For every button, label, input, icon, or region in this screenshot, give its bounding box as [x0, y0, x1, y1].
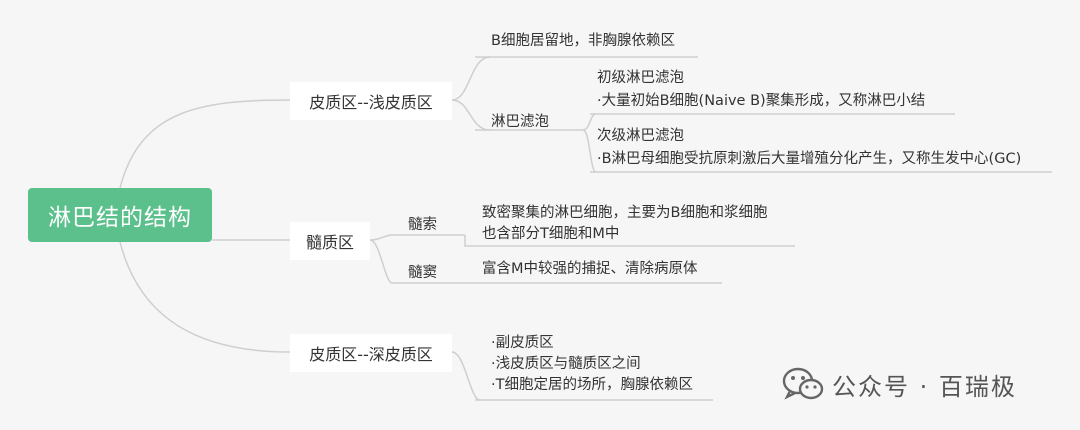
primary-follicle-title: 初级淋巴滤泡	[597, 70, 684, 86]
watermark: 公众号 · 百瑞极	[782, 366, 1017, 402]
branch-superficial-cortex[interactable]: 皮质区--浅皮质区	[290, 82, 452, 120]
medullary-sinus-text: 富含M中较强的捕捉、清除病原体	[482, 261, 698, 277]
root-node[interactable]: 淋巴结的结构	[28, 188, 212, 242]
secondary-follicle-desc: ·B淋巴母细胞受抗原刺激后大量增殖分化产生，又称生发中心(GC)	[597, 151, 1022, 167]
secondary-follicle-title: 次级淋巴滤泡	[597, 128, 684, 144]
follicle-label[interactable]: 淋巴滤泡	[491, 114, 549, 130]
branch-medulla[interactable]: 髓质区	[290, 222, 370, 260]
deep-item-1: ·副皮质区	[491, 335, 554, 351]
medullary-cord-label[interactable]: 髓索	[408, 217, 437, 233]
deep-item-3: ·T细胞定居的场所，胸腺依赖区	[491, 377, 693, 393]
medullary-cord-line2: 也含部分T细胞和M中	[482, 226, 620, 242]
superficial-item-b-cell-zone: B细胞居留地，非胸腺依赖区	[491, 33, 675, 49]
wechat-icon	[782, 367, 824, 400]
branch-deep-cortex[interactable]: 皮质区--深皮质区	[290, 334, 452, 372]
primary-follicle-desc: ·大量初始B细胞(Naive B)聚集形成，又称淋巴小结	[597, 93, 926, 109]
medullary-sinus-label[interactable]: 髓窦	[408, 265, 437, 281]
deep-item-2: ·浅皮质区与髓质区之间	[491, 356, 641, 372]
watermark-text: 公众号 · 百瑞极	[832, 372, 1017, 401]
medullary-cord-line1: 致密聚集的淋巴细胞，主要为B细胞和浆细胞	[482, 205, 768, 221]
